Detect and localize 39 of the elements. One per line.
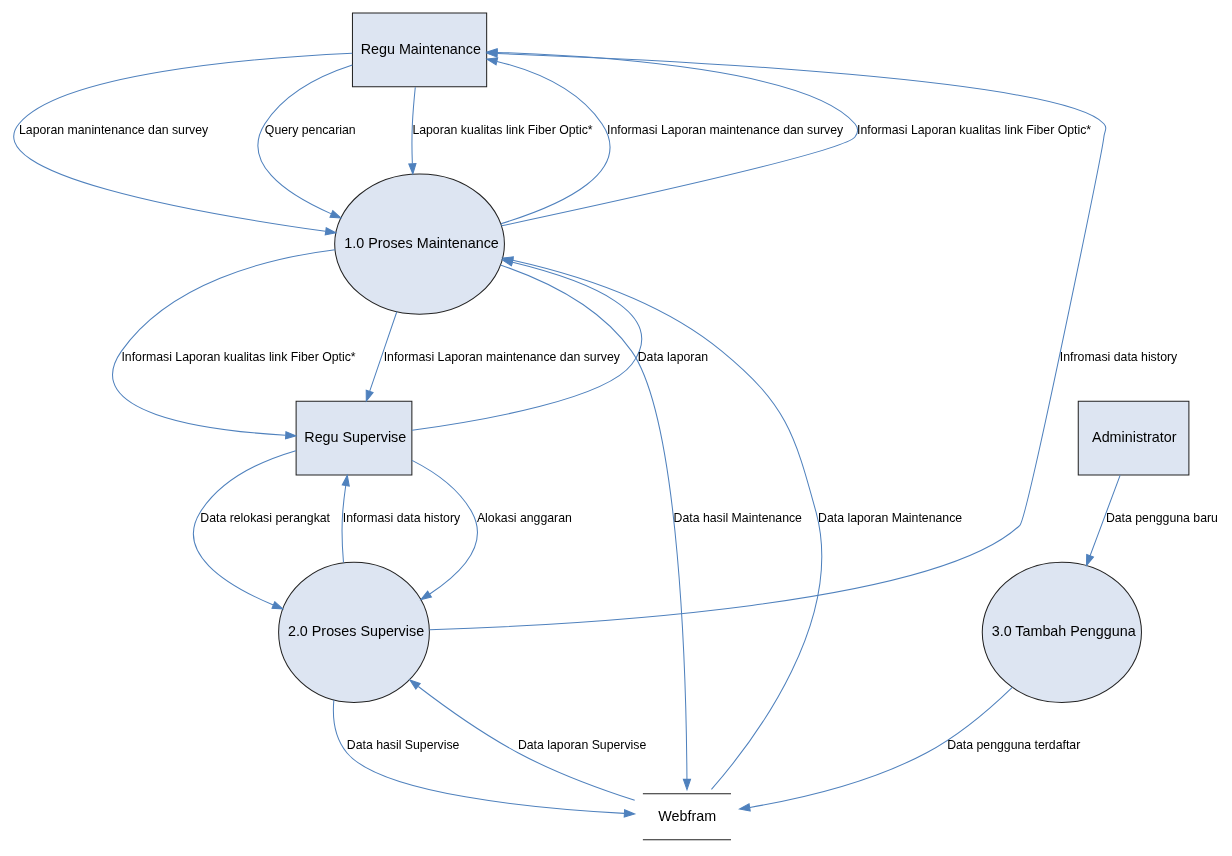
- edge-label: Data pengguna baru: [1105, 510, 1218, 525]
- arrow: [408, 678, 636, 801]
- edge-label: Informasi Laporan kualitas link Fiber Optic*: [121, 349, 356, 364]
- edge-label: Informasi Laporan kualitas link Fiber Optic*: [856, 122, 1092, 137]
- edge-label: Informasi Laporan maintenance dan survey: [383, 349, 620, 364]
- edge-label: Data hasil Supervise: [346, 737, 460, 752]
- edge-label: Data laporan Supervise: [517, 737, 647, 752]
- arrow: [192, 449, 297, 609]
- edge-label: Data hasil Maintenance: [673, 510, 802, 525]
- arrow: [341, 473, 350, 563]
- arrow: [112, 248, 336, 440]
- node-box: Administrator: [1077, 400, 1190, 476]
- node-box: Regu Maintenance: [351, 12, 488, 87]
- edge-label: Infromasi data history: [1059, 349, 1178, 364]
- edge-label: Data laporan: [637, 349, 709, 364]
- edge-label: Laporan manintenance dan survey: [19, 122, 209, 137]
- arrow: [332, 699, 637, 818]
- node-ellipse: 1.0 Proses Maintenance: [334, 172, 505, 315]
- arrow: [257, 63, 353, 218]
- edge-label: Data laporan Maintenance: [818, 510, 963, 525]
- arrow: [738, 686, 1013, 812]
- arrow: [411, 459, 478, 600]
- edge-label: Query pencarian: [264, 122, 356, 137]
- arrow: [485, 56, 611, 224]
- arrow: [1085, 474, 1121, 567]
- edge-label: Alokasi anggaran: [476, 510, 572, 525]
- arrow: [365, 310, 398, 403]
- node-text: Webfram: [658, 807, 717, 824]
- edge-label: Data pengguna terdaftar: [947, 737, 1081, 752]
- arrow: [13, 52, 353, 236]
- edge-label: Laporan kualitas link Fiber Optic*: [412, 122, 593, 137]
- edge-label: Data relokasi perangkat: [200, 510, 331, 525]
- node-circle: 2.0 Proses Supervise: [278, 561, 430, 703]
- arrow: [408, 86, 417, 176]
- node-box: Regu Supervise: [295, 400, 413, 476]
- edge-label: Informasi data history: [342, 510, 461, 525]
- arrow: [499, 264, 692, 791]
- node-ellipse: 3.0 Tambah Pengguna: [981, 561, 1142, 703]
- edge-label: Informasi Laporan maintenance dan survey: [607, 122, 844, 137]
